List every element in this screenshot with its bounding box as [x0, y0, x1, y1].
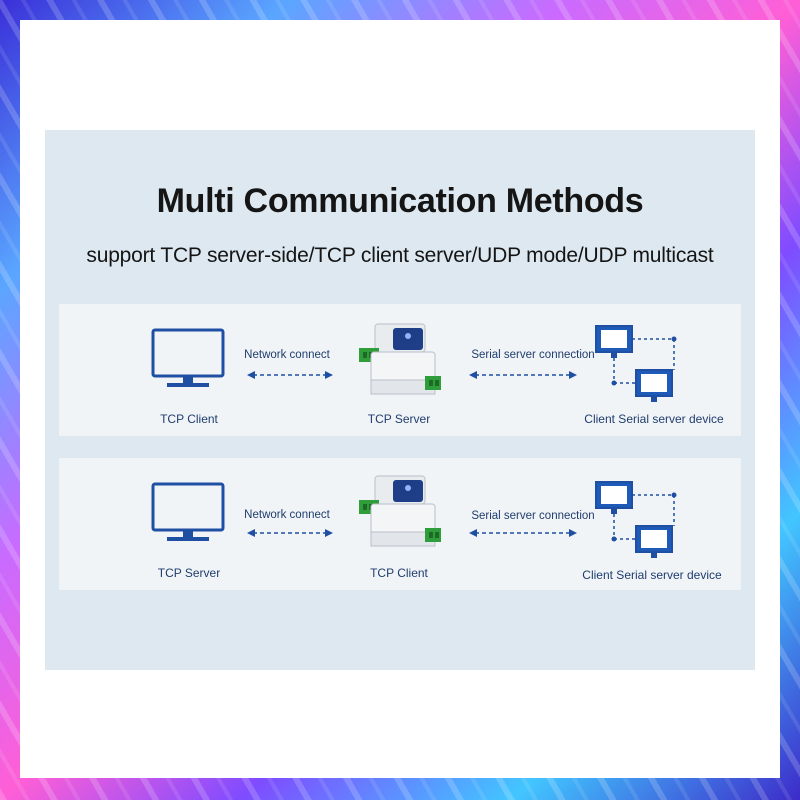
- client-devices-icon: [595, 325, 677, 402]
- mode-row-tcp-server: TCP Client Network connect: [59, 304, 741, 436]
- serial-server-device-icon: [359, 475, 441, 547]
- right-node-label: Client Serial server device: [584, 412, 724, 426]
- left-node-label: TCP Client: [160, 412, 218, 426]
- client-devices-icon: [595, 481, 677, 558]
- double-arrow-icon: [469, 529, 577, 537]
- double-arrow-icon: [469, 371, 577, 379]
- right-node-label: Client Serial server device: [582, 568, 722, 582]
- serial-connection-label: Serial server connection: [471, 349, 595, 361]
- diagram-panel: Multi Communication Methods support TCP …: [45, 130, 755, 670]
- left-node-label: TCP Server: [157, 566, 221, 580]
- mode-row-tcp-client: TCP Server Network connect TCP C: [59, 458, 741, 590]
- pc-monitor-icon: [151, 328, 225, 387]
- pc-monitor-icon: [151, 482, 225, 541]
- center-node-label: TCP Client: [370, 566, 428, 580]
- network-connect-label: Network connect: [244, 349, 330, 361]
- serial-server-device-icon: [359, 323, 441, 395]
- double-arrow-icon: [247, 529, 333, 537]
- double-arrow-icon: [247, 371, 333, 379]
- page-subtitle: support TCP server-side/TCP client serve…: [86, 244, 714, 267]
- serial-connection-label: Serial server connection: [471, 510, 595, 522]
- page-title: Multi Communication Methods: [156, 182, 644, 220]
- network-connect-label: Network connect: [244, 509, 330, 521]
- center-node-label: TCP Server: [367, 412, 431, 426]
- image-frame: Multi Communication Methods support TCP …: [20, 20, 780, 778]
